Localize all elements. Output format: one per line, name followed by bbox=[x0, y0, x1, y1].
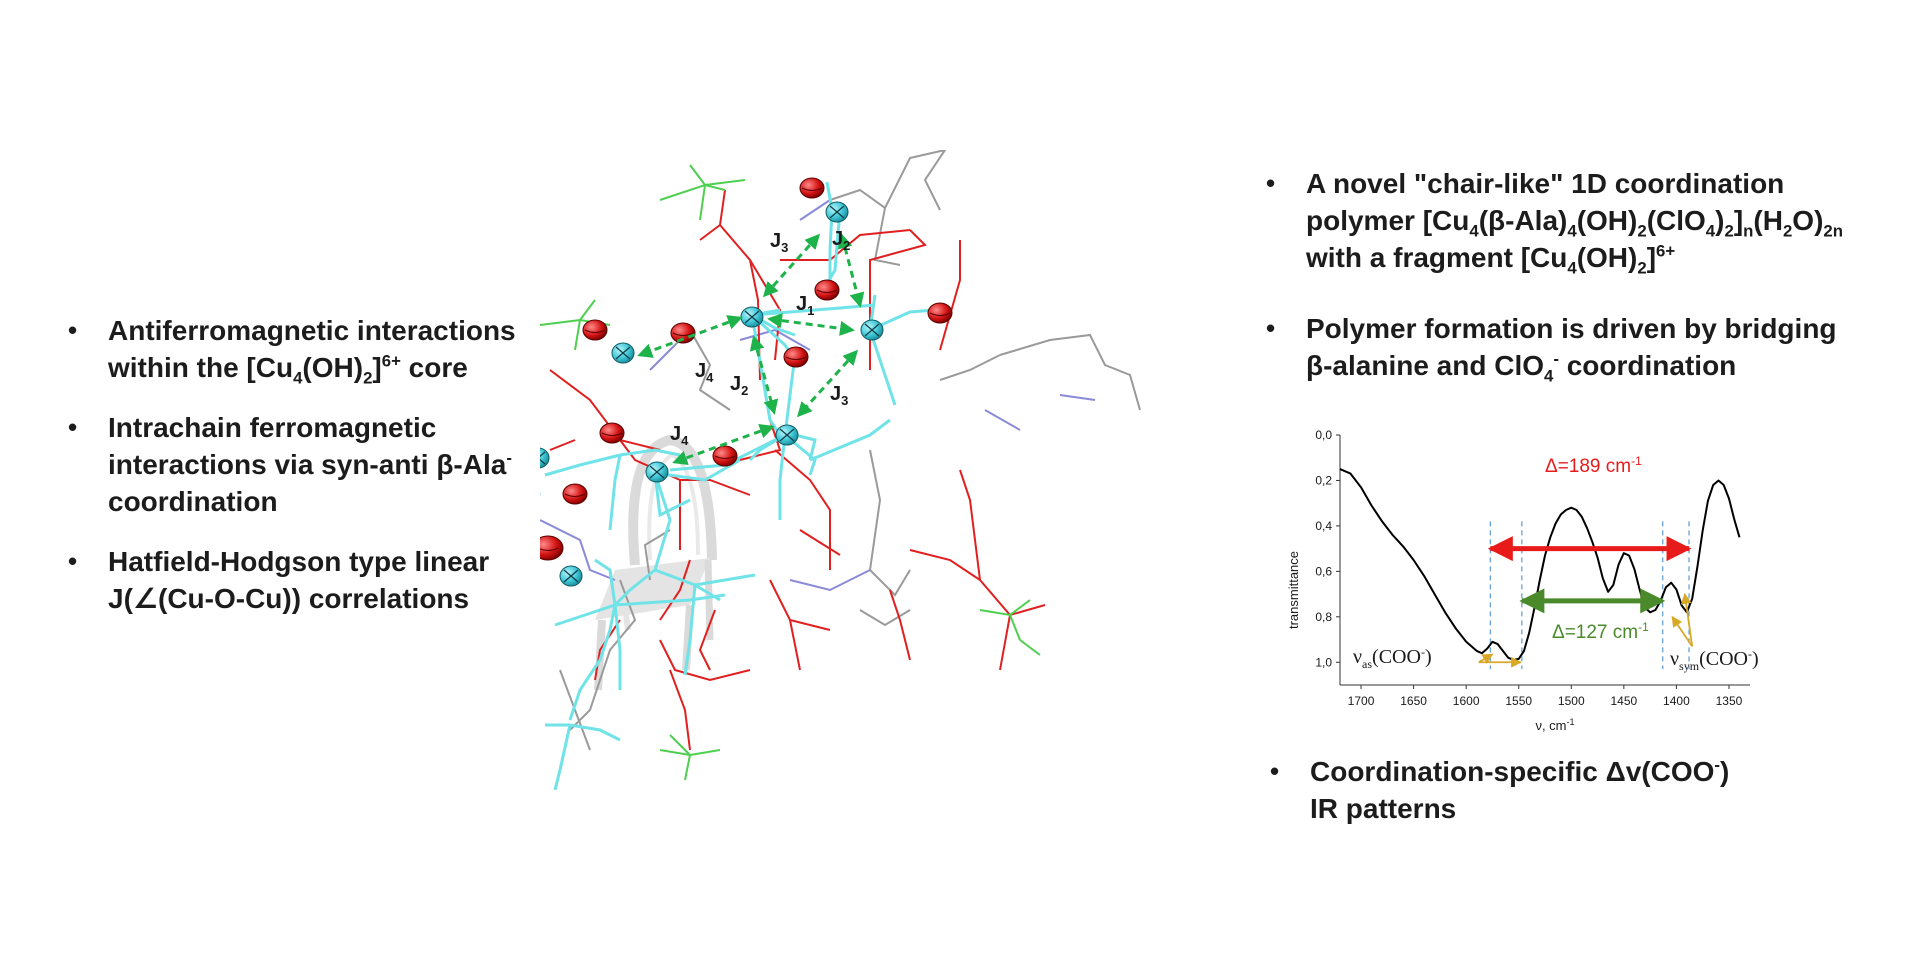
bullet-line: Coordination-specific Δv(COO-) bbox=[1310, 755, 1730, 787]
x-tick-label: 1550 bbox=[1505, 694, 1532, 708]
delta-189-label: Δ=189 cm-1 bbox=[1545, 454, 1642, 477]
left-bullet-list: Antiferromagnetic interactions within th… bbox=[68, 312, 548, 640]
oxygen-atom bbox=[582, 319, 608, 341]
oxygen-atom bbox=[712, 445, 738, 467]
oxygen-atom bbox=[599, 422, 625, 444]
j3-mid-label: J3 bbox=[830, 383, 848, 408]
bullet-polymer-formation: Polymer formation is driven by bridging … bbox=[1266, 310, 1906, 384]
bullet-line: A novel "chair-like" 1D coordination bbox=[1306, 168, 1785, 199]
y-tick-label: 0,0 bbox=[1315, 428, 1332, 442]
j4-top-arrow bbox=[637, 315, 743, 358]
j3-mid-arrow bbox=[796, 349, 859, 418]
copper-atom bbox=[860, 319, 884, 341]
bullet-line: β-alanine and ClO4- coordination bbox=[1306, 349, 1737, 386]
x-tick-label: 1700 bbox=[1348, 694, 1375, 708]
oxygen-atom bbox=[540, 535, 564, 561]
x-tick-label: 1400 bbox=[1663, 694, 1690, 708]
ir-spectrum-line bbox=[1339, 468, 1741, 661]
bullet-line: J(∠(Cu-O-Cu)) correlations bbox=[108, 583, 470, 614]
y-tick-label: 1,0 bbox=[1315, 655, 1332, 669]
j3-top-label: J3 bbox=[770, 230, 788, 255]
chart-axes: 0,0 0,2 0,4 0,6 0,8 1,0 1700 1650 1600 1550 1500 14… bbox=[1315, 428, 1750, 708]
bullet-intrachain: Intrachain ferromagnetic interactions vi… bbox=[68, 409, 548, 520]
nu-as-label: νas(COO-) bbox=[1353, 645, 1432, 671]
crystal-structure-diagram: J3 J2 J1 J4 J2 J3 J4 bbox=[540, 150, 1141, 790]
nu-sym-label: νsym(COO-) bbox=[1670, 647, 1759, 673]
chart-guides bbox=[1489, 521, 1690, 670]
j1-arrow bbox=[767, 313, 855, 336]
bullet-hatfield-hodgson: Hatfield-Hodgson type linear J(∠(Cu-O-Cu… bbox=[68, 543, 548, 617]
atoms-group bbox=[540, 177, 953, 587]
x-axis-label: ν, cm-1 bbox=[1535, 717, 1574, 733]
x-tick-label: 1650 bbox=[1400, 694, 1427, 708]
bullet-line: interactions via syn-anti β-Ala- bbox=[108, 448, 512, 480]
bullet-antiferromagnetic: Antiferromagnetic interactions within th… bbox=[68, 312, 548, 386]
oxygen-atom bbox=[814, 279, 840, 301]
nu-sym-pointer bbox=[1680, 593, 1694, 647]
chart-series bbox=[1339, 468, 1741, 661]
oxygen-atom bbox=[927, 302, 953, 324]
right-top-bullet-list: A novel "chair-like" 1D coordination pol… bbox=[1266, 165, 1906, 418]
copper-atom bbox=[825, 201, 849, 223]
delta-127-label: Δ=127 cm-1 bbox=[1552, 620, 1649, 643]
oxygen-atom bbox=[799, 177, 825, 199]
bullet-line: IR patterns bbox=[1310, 793, 1457, 824]
nu-sym-pointer bbox=[1671, 615, 1693, 647]
nu-as-pointer bbox=[1478, 653, 1494, 664]
bullet-line: within the [Cu4(OH)2]6+ core bbox=[108, 351, 468, 388]
coupling-labels: J3 J2 J1 J4 J2 J3 J4 bbox=[670, 228, 850, 448]
bullet-line: with a fragment [Cu4(OH)2]6+ bbox=[1306, 241, 1676, 278]
copper-atom bbox=[611, 342, 635, 364]
j4-bottom-label: J4 bbox=[670, 423, 689, 448]
exchange-arrows bbox=[637, 233, 865, 465]
y-tick-label: 0,4 bbox=[1315, 519, 1332, 533]
j2-mid-label: J2 bbox=[730, 373, 748, 398]
bullet-line: Intrachain ferromagnetic bbox=[108, 412, 437, 443]
ir-spectrum-chart: 0,0 0,2 0,4 0,6 0,8 1,0 1700 1650 1600 1550 1500 14… bbox=[1286, 428, 1759, 733]
x-tick-label: 1350 bbox=[1716, 694, 1743, 708]
y-axis-label: transmittance bbox=[1286, 551, 1301, 629]
chart-annotations bbox=[1478, 536, 1694, 668]
bullet-line: coordination bbox=[108, 486, 278, 517]
j1-label: J1 bbox=[796, 293, 814, 318]
x-tick-label: 1500 bbox=[1558, 694, 1585, 708]
bullet-chair-like-polymer: A novel "chair-like" 1D coordination pol… bbox=[1266, 165, 1906, 276]
copper-atom bbox=[645, 461, 669, 483]
x-tick-label: 1450 bbox=[1610, 694, 1637, 708]
bullet-line: Polymer formation is driven by bridging bbox=[1306, 313, 1837, 344]
j3-top-arrow bbox=[762, 233, 821, 298]
j4-bottom-arrow bbox=[672, 424, 775, 465]
j2-mid-arrow bbox=[749, 335, 779, 415]
copper-atom bbox=[740, 306, 764, 328]
copper-bonds bbox=[540, 181, 936, 790]
y-tick-label: 0,6 bbox=[1315, 564, 1332, 578]
oxygen-atom bbox=[562, 483, 588, 505]
bullet-ir-patterns: Coordination-specific Δv(COO-) IR patter… bbox=[1270, 753, 1870, 827]
copper-atom bbox=[775, 424, 799, 446]
y-tick-label: 0,2 bbox=[1315, 473, 1332, 487]
right-bottom-bullet-list: Coordination-specific Δv(COO-) IR patter… bbox=[1270, 753, 1870, 827]
x-tick-label: 1600 bbox=[1453, 694, 1480, 708]
j2-top-label: J2 bbox=[832, 228, 850, 253]
bullet-line: polymer [Cu4(β-Ala)4(OH)2(ClO4)2]n(H2O)2… bbox=[1306, 205, 1843, 241]
y-tick-label: 0,8 bbox=[1315, 610, 1332, 624]
copper-atom bbox=[540, 447, 550, 469]
bullet-line: Hatfield-Hodgson type linear bbox=[108, 546, 490, 577]
copper-atom bbox=[559, 565, 583, 587]
bullet-line: Antiferromagnetic interactions bbox=[108, 315, 516, 346]
oxygen-atom bbox=[783, 346, 809, 368]
j4-top-label: J4 bbox=[695, 360, 714, 385]
oxygen-bonds bbox=[549, 189, 1046, 751]
